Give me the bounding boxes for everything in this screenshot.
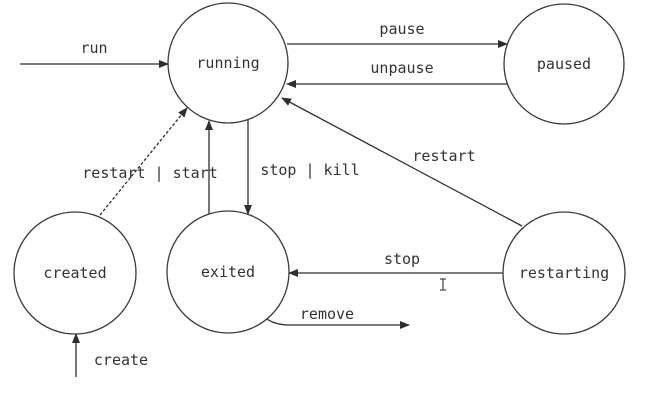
state-created-label: created (43, 264, 106, 282)
run-label: run (80, 39, 107, 57)
stop-label: stop (384, 250, 420, 268)
unpause-label: unpause (370, 59, 433, 77)
state-running: running (167, 2, 289, 124)
remove-label: remove (300, 305, 354, 323)
state-restarting: restarting (502, 211, 626, 335)
restart-start-label: restart | start (82, 164, 217, 182)
create-label: create (94, 351, 148, 369)
state-restarting-label: restarting (519, 264, 609, 282)
stop-kill-label: stop | kill (260, 161, 359, 179)
state-created: created (13, 211, 137, 335)
state-exited-label: exited (201, 263, 255, 281)
pause-label: pause (379, 20, 424, 38)
text-cursor-icon (440, 278, 446, 291)
state-paused-label: paused (537, 55, 591, 73)
state-exited: exited (166, 210, 290, 334)
restarting-to-running-arrow (281, 97, 523, 227)
restart-label: restart (412, 147, 475, 165)
created-to-running-arrow (99, 107, 188, 216)
state-running-label: running (196, 54, 259, 72)
state-paused: paused (503, 3, 625, 125)
